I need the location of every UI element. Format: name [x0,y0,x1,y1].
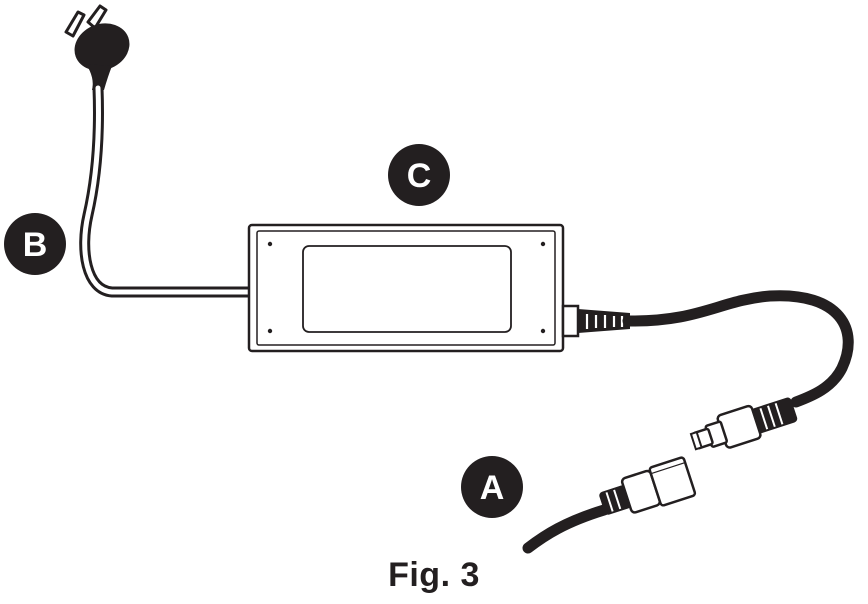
figure-caption: Fig. 3 [388,556,480,594]
device-cable [522,504,610,554]
svg-text:B: B [23,226,48,264]
dc-strain-relief [561,304,630,338]
svg-text:A: A [480,469,505,507]
callout-b: B [4,213,66,275]
dc-socket [599,456,697,515]
dc-cable [622,290,854,408]
ac-cable [79,82,258,298]
dc-barrel-plug [689,397,798,451]
callout-c: C [388,144,450,206]
svg-text:C: C [407,157,432,195]
callout-a: A [461,456,523,518]
power-brick [247,223,565,353]
brick-label-panel [302,245,512,333]
wall-plug [64,4,130,90]
